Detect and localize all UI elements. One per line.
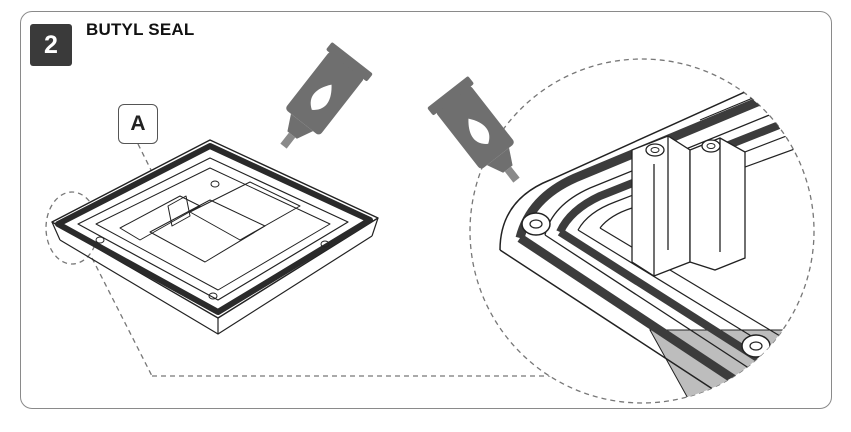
screw-hole: [645, 143, 665, 157]
butyl-seal-band: [55, 143, 373, 315]
zoom-detail: [469, 58, 815, 404]
corner-hole: [521, 212, 551, 236]
sealant-tube-icon: [427, 76, 520, 183]
post: [631, 135, 746, 277]
skylight-frame: [51, 139, 379, 335]
butyl-seal-inner: [556, 81, 814, 234]
step-number-badge: 2: [30, 24, 72, 66]
callout-label-a: A: [118, 104, 158, 144]
corner-hole: [741, 334, 771, 358]
step-title: BUTYL SEAL: [86, 20, 195, 39]
sealant-tube-icon: [280, 42, 373, 149]
screw-hole: [701, 139, 721, 153]
connector-line-lower: [91, 257, 153, 377]
